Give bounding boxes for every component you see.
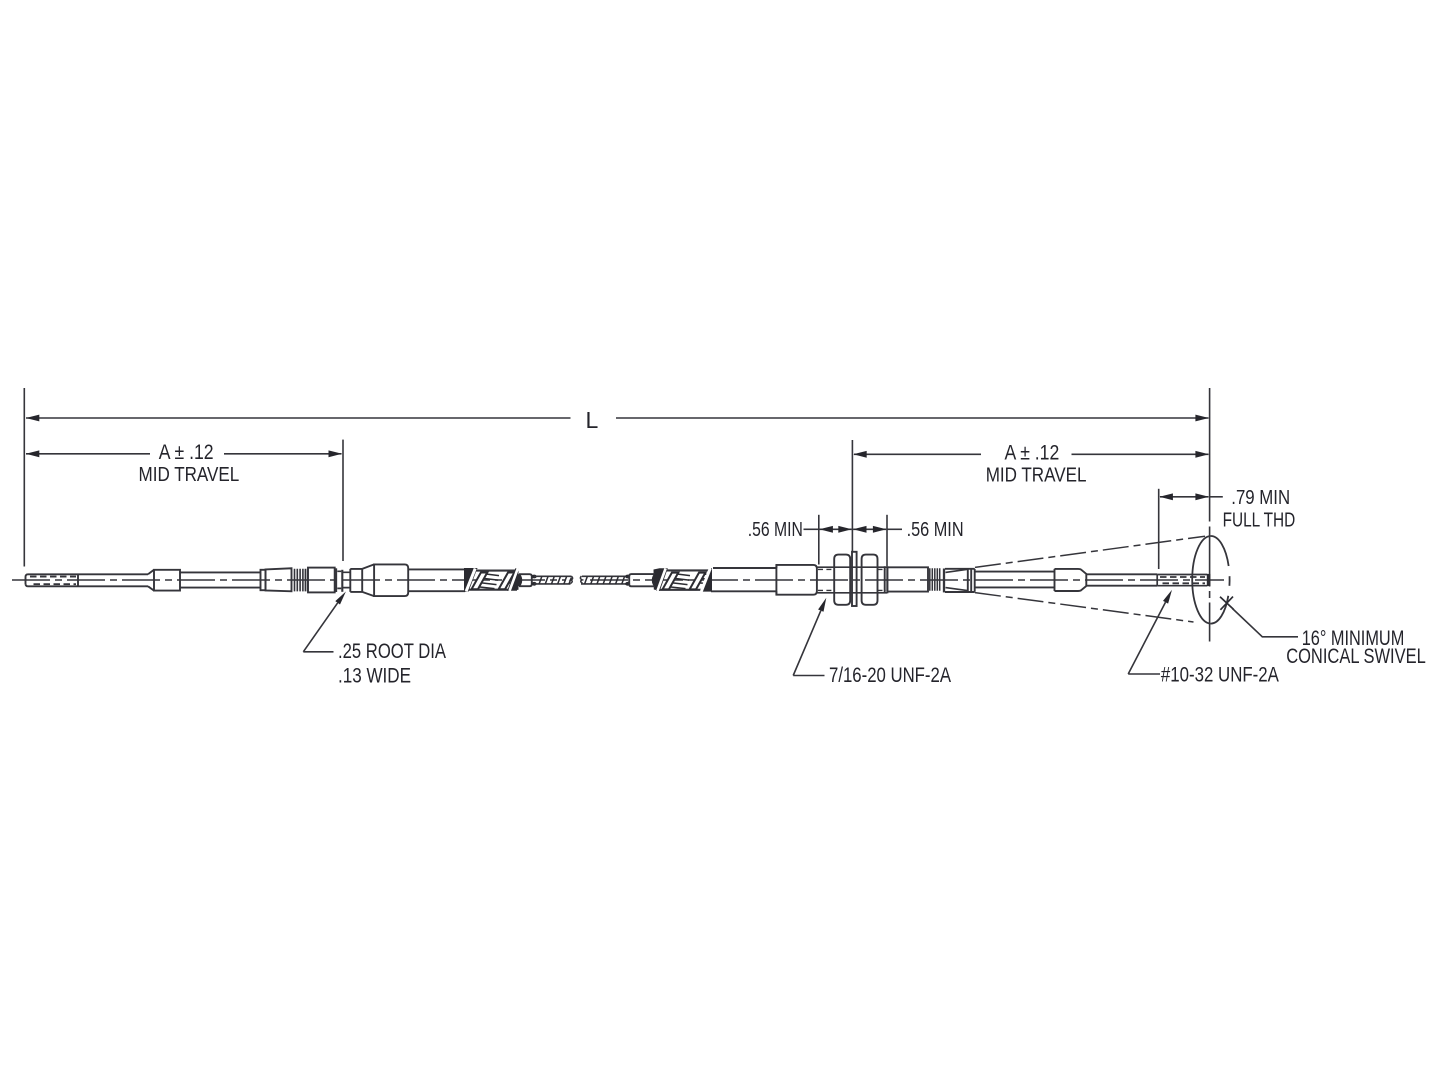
svg-text:.13 WIDE: .13 WIDE — [338, 665, 411, 688]
svg-text:16° MINIMUM: 16° MINIMUM — [1302, 627, 1405, 650]
svg-text:.56 MIN: .56 MIN — [748, 519, 803, 541]
svg-text:L: L — [586, 407, 599, 433]
svg-text:.25 ROOT DIA: .25 ROOT DIA — [338, 640, 446, 663]
svg-text:MID TRAVEL: MID TRAVEL — [139, 464, 240, 486]
svg-text:CONICAL SWIVEL: CONICAL SWIVEL — [1286, 645, 1426, 668]
svg-text:7/16-20 UNF-2A: 7/16-20 UNF-2A — [829, 664, 951, 687]
svg-text:.79 MIN: .79 MIN — [1231, 487, 1290, 509]
svg-text:A ± .12: A ± .12 — [159, 441, 214, 464]
svg-text:MID TRAVEL: MID TRAVEL — [986, 464, 1087, 486]
svg-text:A ± .12: A ± .12 — [1005, 441, 1060, 464]
svg-text:FULL THD: FULL THD — [1223, 509, 1296, 531]
svg-text:#10-32 UNF-2A: #10-32 UNF-2A — [1161, 664, 1279, 687]
svg-text:.56 MIN: .56 MIN — [907, 519, 964, 541]
